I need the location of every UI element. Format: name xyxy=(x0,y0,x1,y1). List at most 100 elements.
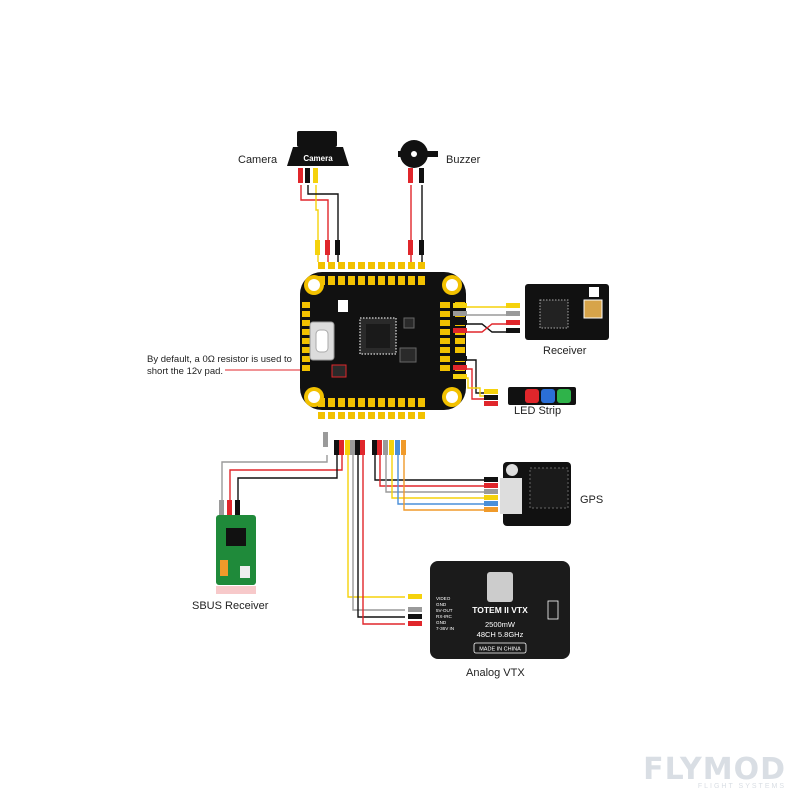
fc-right-pad-inner xyxy=(440,338,450,344)
connector-pin xyxy=(350,440,355,455)
fc-top-pad xyxy=(318,262,325,269)
fc-top-pads xyxy=(318,262,425,285)
connector-pin xyxy=(355,440,360,455)
buzzer-label: Buzzer xyxy=(446,154,481,166)
vtx-wire-black xyxy=(357,455,405,618)
connector-pin-horizontal xyxy=(506,328,520,333)
vtx-pin-label: GND xyxy=(436,620,447,625)
gps-module xyxy=(500,462,571,526)
led-wire-red xyxy=(466,368,490,400)
fc-left-pad xyxy=(302,311,310,317)
connector-pin xyxy=(298,168,303,183)
fc-left-pad xyxy=(302,356,310,362)
connector-pin xyxy=(395,440,400,455)
vtx-body xyxy=(430,561,570,659)
connector-pin xyxy=(334,440,339,455)
connector-pin-horizontal xyxy=(453,311,467,316)
connector-pin xyxy=(383,440,388,455)
sbus-wire-gray xyxy=(221,455,328,500)
fc-top-pad xyxy=(418,262,425,269)
fc-bottom-pad-inner xyxy=(328,398,335,407)
vtx-pin-label: 5V-OUT xyxy=(436,608,453,613)
connector-pin-horizontal xyxy=(484,483,498,488)
connector-pin xyxy=(372,440,377,455)
camera-lens xyxy=(297,131,337,147)
fc-top-pad-inner xyxy=(408,276,415,285)
fc-left-pad xyxy=(302,320,310,326)
connector-pin-horizontal xyxy=(453,356,467,361)
fc-right-pad-inner xyxy=(440,302,450,308)
camera-module: Camera xyxy=(287,131,349,166)
led-strip-label: LED Strip xyxy=(514,405,562,417)
connector-pin-horizontal xyxy=(484,477,498,482)
connector-pin xyxy=(325,240,330,255)
usb-port-inner xyxy=(315,329,329,353)
connector-pin xyxy=(419,168,424,183)
camera-body xyxy=(287,147,349,166)
mount-hole-tr-center xyxy=(446,279,458,291)
mount-hole-br-center xyxy=(446,391,458,403)
fc-bottom-pad xyxy=(318,412,325,419)
fc-ic-small xyxy=(399,347,417,363)
vtx-pin-label: VIDEO xyxy=(436,596,451,601)
fc-left-pad xyxy=(302,329,310,335)
gps-antenna xyxy=(529,467,569,509)
fc-right-pad-inner xyxy=(440,320,450,326)
connector-pin xyxy=(313,168,318,183)
fc-bottom-pad-inner xyxy=(408,398,415,407)
connector-pin-horizontal xyxy=(408,607,422,612)
fc-top-pad xyxy=(368,262,375,269)
vtx-origin-box xyxy=(473,642,527,654)
connector-pin-horizontal xyxy=(453,303,467,308)
fc-bottom-pad-inner xyxy=(358,398,365,407)
led-strip-module xyxy=(508,387,576,405)
fc-right-pad-inner xyxy=(440,329,450,335)
connector-pin xyxy=(219,500,224,515)
fc-bottom-pad xyxy=(358,412,365,419)
fc-right-pad xyxy=(455,347,465,353)
connector-pin xyxy=(305,168,310,183)
fc-top-pad xyxy=(328,262,335,269)
fc-top-pad-inner xyxy=(418,276,425,285)
sbus-receiver-label: SBUS Receiver xyxy=(192,600,269,612)
fc-bottom-pad xyxy=(408,412,415,419)
receiver-button xyxy=(589,287,599,297)
wires xyxy=(221,185,516,625)
fc-right-pad-inner xyxy=(440,347,450,353)
sbus-antenna-pad xyxy=(220,560,228,576)
fc-bottom-pad-inner xyxy=(348,398,355,407)
fc-top-pad xyxy=(408,262,415,269)
gps-connector xyxy=(500,478,522,514)
receiver-antenna-connector xyxy=(583,299,603,319)
led-green xyxy=(557,389,571,403)
fc-bottom-pad xyxy=(398,412,405,419)
connector-pin xyxy=(235,500,240,515)
fc-bottom-pad xyxy=(348,412,355,419)
buzzer-tab-left xyxy=(398,151,403,157)
sbus-wire-red xyxy=(229,455,343,500)
connector-pin xyxy=(360,440,365,455)
fc-top-pad xyxy=(378,262,385,269)
connector-pin-horizontal xyxy=(453,320,467,325)
connector-pin-horizontal xyxy=(506,320,520,325)
receiver-module xyxy=(525,284,609,340)
buzzer-tab-right xyxy=(425,151,438,157)
connector-pin-horizontal xyxy=(484,389,498,394)
connector-pin xyxy=(315,240,320,255)
vtx-pin-label: 7-36V IN xyxy=(436,626,454,631)
camera-label: Camera xyxy=(238,154,278,166)
analog-vtx-module: TOTEM II VTX 2500mW 48CH 5.8GHz MADE IN … xyxy=(430,561,570,659)
fc-arrow-marker xyxy=(338,300,348,312)
flymod-watermark: FLYMOD FLIGHT SYSTEMS xyxy=(643,752,786,790)
connector-pin-horizontal xyxy=(484,489,498,494)
fc-top-pad xyxy=(338,262,345,269)
gps-wire-red xyxy=(379,455,490,487)
mount-hole-bl-center xyxy=(308,391,320,403)
vtx-pin-label: RX-IRC xyxy=(436,614,453,619)
connector-pin xyxy=(401,440,406,455)
led-wire-yellow xyxy=(466,377,490,397)
fc-bottom-pad-inner xyxy=(368,398,375,407)
fc-bottom-pad xyxy=(378,412,385,419)
fc-right-pad-inner xyxy=(440,365,450,371)
